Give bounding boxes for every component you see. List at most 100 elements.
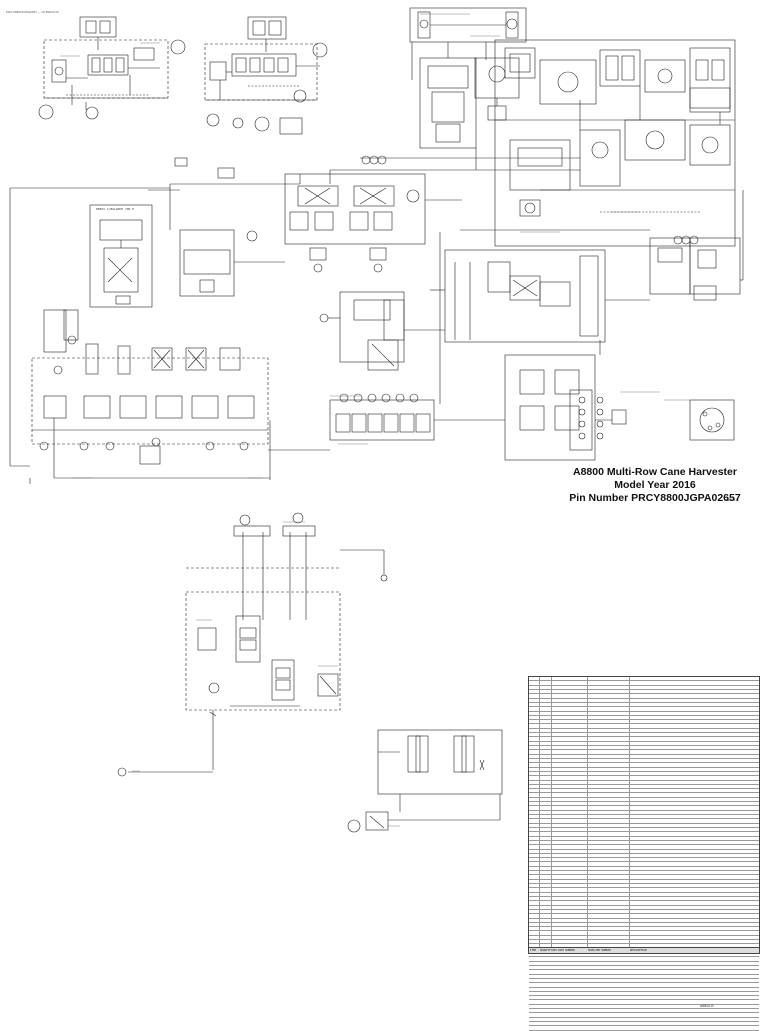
circuit-top-center — [330, 7, 580, 171]
table-row — [529, 845, 759, 850]
table-row — [529, 712, 759, 716]
table-row — [529, 871, 759, 876]
table-row — [529, 837, 759, 841]
table-row — [529, 789, 759, 794]
table-row — [529, 1026, 759, 1031]
table-row — [529, 979, 759, 984]
center-right-valve-bank — [444, 235, 741, 343]
table-row — [529, 996, 759, 1001]
table-row — [529, 819, 759, 824]
table-row — [529, 914, 759, 919]
title-block: A8800 Multi-Row Cane Harvester Model Yea… — [545, 466, 765, 505]
table-row — [529, 897, 759, 902]
table-row — [529, 798, 759, 803]
table-row — [529, 724, 759, 729]
table-row — [529, 811, 759, 815]
trunk-lines — [9, 170, 744, 467]
center-mid-block — [284, 173, 462, 273]
table-row — [529, 832, 759, 837]
table-row — [529, 988, 759, 992]
table-row — [529, 931, 759, 936]
left-lower-valve-bank — [29, 309, 271, 484]
table-row — [529, 1000, 759, 1005]
press-balance-block — [89, 204, 153, 308]
table-row — [529, 888, 759, 893]
table-row — [529, 983, 759, 988]
table-row — [529, 893, 759, 897]
table-row — [529, 677, 759, 682]
table-row — [529, 923, 759, 928]
table-row — [529, 815, 759, 820]
table-row — [529, 962, 759, 966]
table-row — [529, 733, 759, 738]
table-row — [529, 681, 759, 686]
table-row — [529, 699, 759, 703]
press-balance-label: PRESS C/BALANCE 700 P — [96, 207, 134, 211]
table-header-cell: ITEM — [530, 949, 537, 952]
table-row — [529, 875, 759, 880]
table-row — [529, 694, 759, 699]
center-origin-valve — [319, 291, 445, 371]
table-row — [529, 755, 759, 759]
table-row — [529, 785, 759, 790]
table-header-cell: DESCRIPTION — [630, 949, 647, 952]
table-row — [529, 1009, 759, 1014]
center-valve-block — [148, 157, 300, 297]
table-row — [529, 850, 759, 854]
table-row — [529, 919, 759, 923]
table-row — [529, 1013, 759, 1018]
table-row — [529, 716, 759, 721]
table-row — [529, 858, 759, 863]
table-row — [529, 884, 759, 889]
table-row — [529, 927, 759, 932]
table-row — [529, 802, 759, 807]
table-row — [529, 867, 759, 872]
table-row — [529, 992, 759, 997]
table-row — [529, 936, 759, 941]
table-row — [529, 772, 759, 777]
table-row — [529, 940, 759, 945]
table-row — [529, 1018, 759, 1022]
micro-annotations — [60, 13, 690, 827]
top-reference: PRCY8800JGPA02657 — HYDRAULIC — [6, 10, 59, 14]
table-header-cell: QUANTITY — [540, 949, 553, 952]
table-row — [529, 841, 759, 846]
table-row — [529, 970, 759, 975]
table-row — [529, 750, 759, 755]
table-row — [529, 824, 759, 828]
circuit-top-left-1 — [38, 16, 220, 127]
table-row — [529, 910, 759, 915]
lower-drive-circuit — [117, 512, 388, 777]
table-row — [529, 686, 759, 690]
table-row — [529, 720, 759, 725]
table-row — [529, 746, 759, 751]
table-row — [529, 854, 759, 859]
circuit-top-left-2 — [204, 16, 328, 135]
table-row — [529, 793, 759, 798]
table-row — [529, 781, 759, 785]
right-mid-manifold — [504, 354, 735, 461]
table-row — [529, 901, 759, 906]
table-row — [529, 707, 759, 712]
table-row — [529, 806, 759, 811]
table-header-cell: CNH PART NUMBER — [552, 949, 575, 952]
page-reference: A8800-B — [700, 1004, 714, 1008]
circuit-top-right — [494, 39, 736, 247]
table-row — [529, 1005, 759, 1010]
table-row — [529, 759, 759, 764]
table-row — [529, 828, 759, 833]
table-row — [529, 966, 759, 971]
table-row — [529, 763, 759, 768]
middle-small-manifold — [268, 393, 505, 451]
title-line-pin: Pin Number PRCY8800JGPA02657 — [569, 492, 741, 504]
title-line-model: A8800 Multi-Row Cane Harvester — [573, 466, 737, 478]
table-row — [529, 737, 759, 742]
table-row — [529, 880, 759, 884]
table-header-cell: SUPPLIER NUMBER — [588, 949, 611, 952]
table-row — [529, 742, 759, 746]
table-row — [529, 953, 759, 958]
table-row — [529, 703, 759, 708]
